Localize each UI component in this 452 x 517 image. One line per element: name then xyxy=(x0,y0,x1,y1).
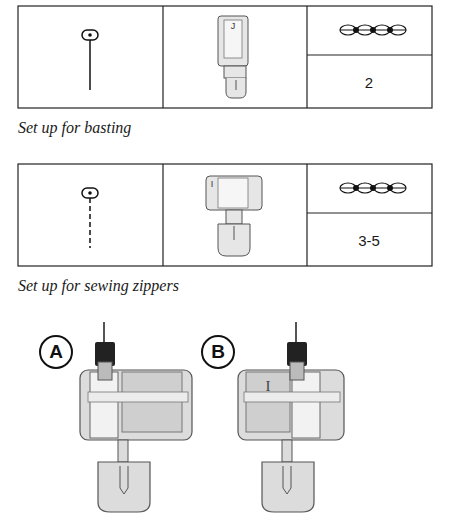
foot-letter: I xyxy=(266,378,271,395)
callout-letter: B xyxy=(211,341,225,363)
callout-circle: B xyxy=(201,335,235,369)
caption: Set up for basting xyxy=(18,119,131,137)
zipper-foot-b xyxy=(238,322,344,512)
foot-letter: J xyxy=(231,21,236,31)
stitch-length: 3-5 xyxy=(358,232,380,249)
callout-circle: A xyxy=(39,335,73,369)
table-grid xyxy=(18,164,432,266)
table-grid xyxy=(18,6,432,108)
presser-foot-j xyxy=(218,16,248,98)
caption: Set up for sewing zippers xyxy=(18,277,179,295)
stitch-length: 2 xyxy=(365,74,373,91)
presser-foot-i xyxy=(206,176,262,256)
callout-letter: A xyxy=(49,341,63,363)
stitch-symbol xyxy=(340,183,406,193)
zipper-foot-a xyxy=(80,322,192,512)
needle-symbol xyxy=(82,30,98,90)
needle-symbol xyxy=(82,188,98,248)
foot-letter: I xyxy=(211,179,214,189)
stitch-symbol xyxy=(340,25,406,35)
